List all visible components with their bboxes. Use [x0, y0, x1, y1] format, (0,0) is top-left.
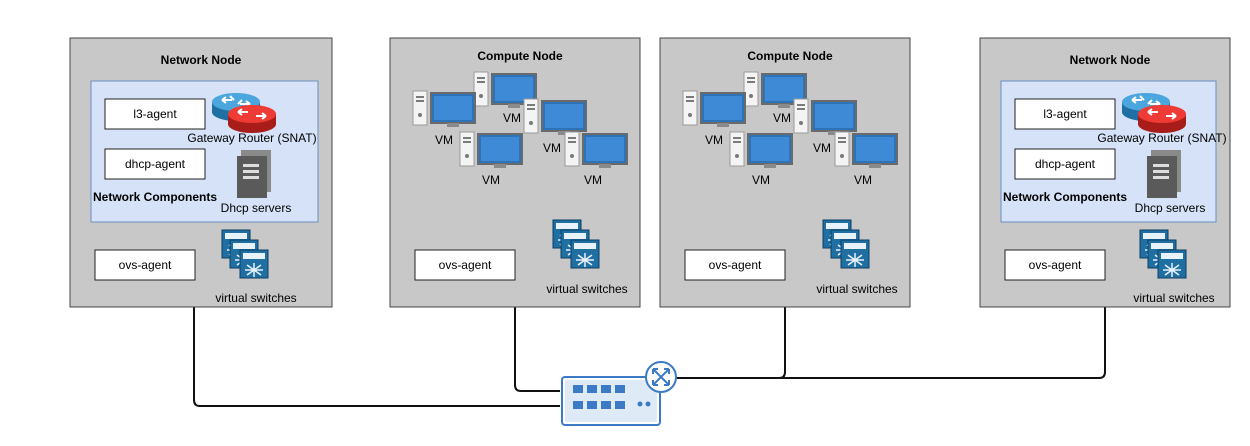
- computer-icon: [729, 131, 793, 169]
- vm-label: VM: [773, 111, 791, 125]
- node-title: Network Node: [161, 53, 242, 67]
- vm-label: VM: [854, 173, 872, 187]
- router-icon: [1137, 104, 1187, 134]
- ovs-agent-label: ovs-agent: [1029, 258, 1082, 272]
- node-title: Compute Node: [747, 49, 833, 63]
- node-title: Network Node: [1070, 53, 1151, 67]
- vm-label: VM: [543, 141, 561, 155]
- connection-lines: [193, 307, 1106, 407]
- ovs-agent-box: [684, 249, 786, 281]
- server-icon: [237, 150, 271, 198]
- network-components-label: Network Components: [93, 190, 217, 204]
- router-icon: [227, 104, 277, 134]
- vm-label: VM: [584, 173, 602, 187]
- vm-label: VM: [705, 133, 723, 147]
- dhcp-servers-label: Dhcp servers: [221, 201, 292, 215]
- l3-agent-label: l3-agent: [133, 107, 177, 121]
- wire-network-node-2: [680, 307, 1106, 379]
- dhcp-agent-label: dhcp-agent: [125, 157, 186, 171]
- computer-icon: [793, 98, 857, 136]
- vm-label: VM: [813, 141, 831, 155]
- l3-agent-label: l3-agent: [1043, 107, 1087, 121]
- ovs-agent-box: [414, 249, 516, 281]
- computer-icon: [564, 131, 628, 169]
- l3-agent-box: [104, 98, 206, 130]
- vm-label: VM: [752, 173, 770, 187]
- ovs-agent-box: [94, 249, 196, 281]
- vm-label: VM: [503, 111, 521, 125]
- node-title: Compute Node: [477, 49, 563, 63]
- server-icon: [1147, 150, 1181, 198]
- computer-icon: [412, 90, 476, 128]
- dhcp-servers-label: Dhcp servers: [1135, 201, 1206, 215]
- compute-node-1: Compute Node VM VM VM VM VM ovs-agent vi…: [389, 37, 641, 308]
- computer-icon: [834, 131, 898, 169]
- virtual-switches-label: virtual switches: [546, 282, 627, 296]
- l3-agent-box: [1014, 98, 1116, 130]
- computer-icon: [682, 90, 746, 128]
- computer-icon: [523, 98, 587, 136]
- vm-label: VM: [435, 133, 453, 147]
- virtual-switches-label: virtual switches: [816, 282, 897, 296]
- router-label: Gateway Router (SNAT): [1097, 131, 1226, 145]
- ovs-agent-label: ovs-agent: [119, 258, 172, 272]
- network-components-label: Network Components: [1003, 190, 1127, 204]
- network-node-1: Network Node l3-agent dhcp-agent Gateway…: [69, 37, 333, 308]
- dhcp-agent-box: [104, 148, 206, 180]
- computer-icon: [459, 131, 523, 169]
- virtual-switches-label: virtual switches: [215, 291, 296, 305]
- compute-node-2: Compute Node VM VM VM VM VM ovs-agent vi…: [659, 37, 911, 308]
- vm-label: VM: [482, 173, 500, 187]
- virtual-switches-label: virtual switches: [1133, 291, 1214, 305]
- wire-compute-node-1: [514, 307, 560, 392]
- network-node-2: Network Node l3-agent dhcp-agent Gateway…: [979, 37, 1231, 308]
- router-label: Gateway Router (SNAT): [187, 131, 316, 145]
- wire-compute-node-2: [662, 307, 786, 379]
- ovs-agent-label: ovs-agent: [709, 258, 762, 272]
- dhcp-agent-box: [1014, 148, 1116, 180]
- ovs-agent-label: ovs-agent: [439, 258, 492, 272]
- wire-network-node-1: [193, 307, 560, 407]
- network-switch-icon: [561, 361, 677, 426]
- ovs-agent-box: [1004, 249, 1106, 281]
- dhcp-agent-label: dhcp-agent: [1035, 157, 1096, 171]
